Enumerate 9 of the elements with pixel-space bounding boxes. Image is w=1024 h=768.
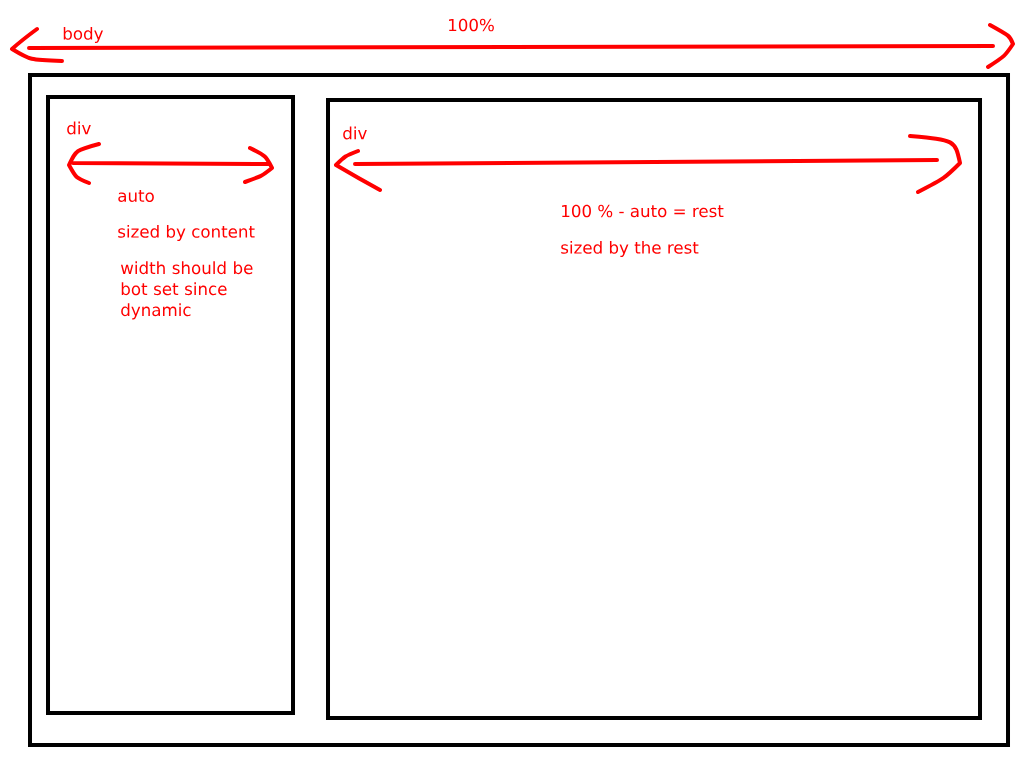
box-label: div [67,121,91,135]
note-text: sized by content [118,224,255,242]
dimension-label: 100% [449,18,494,32]
box-label: div [343,126,367,140]
note-text: sized by the rest [561,240,699,258]
note-text: auto [118,190,154,202]
box-label: body [63,26,103,44]
note-text: 100 % - auto = rest [562,204,724,218]
note-text: width should be bot set since dynamic [120,261,253,320]
